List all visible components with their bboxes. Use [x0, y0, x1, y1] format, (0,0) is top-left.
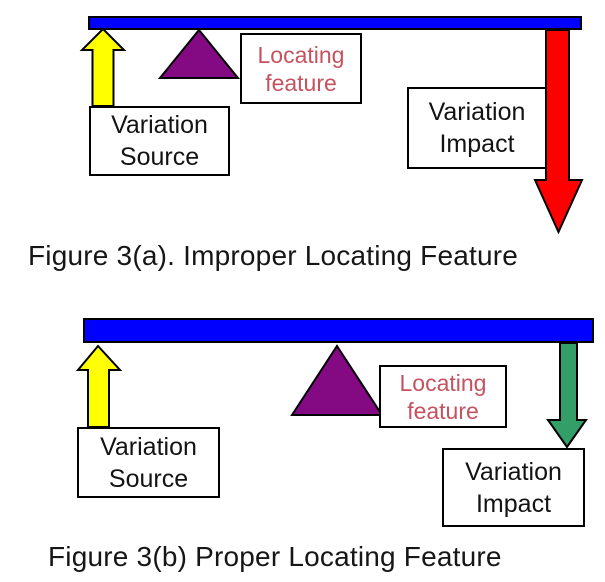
down-arrow-red-shape	[533, 29, 584, 235]
variation-impact-box-a: Variation Impact	[407, 87, 547, 169]
locating-feature-box-a: Locating feature	[240, 33, 362, 104]
down-arrow-red-icon	[533, 29, 584, 235]
beam-bar-a	[88, 16, 582, 30]
up-arrow-yellow-shape-b	[75, 344, 123, 428]
locating-feature-label-line1: Locating	[257, 41, 345, 68]
figure-3a-caption: Figure 3(a). Improper Locating Feature	[28, 240, 519, 271]
down-arrow-green-icon	[546, 342, 588, 449]
variation-impact-label-line1: Variation	[465, 457, 562, 486]
locating-triangle-shape-a	[157, 28, 241, 79]
locating-triangle-icon-b	[290, 344, 384, 416]
variation-source-label-line2: Source	[119, 143, 200, 171]
locating-feature-label-line2: feature	[407, 397, 479, 424]
variation-source-box-a: Variation Source	[89, 106, 230, 176]
variation-impact-label-line2: Impact	[439, 130, 515, 158]
up-arrow-yellow-icon	[79, 27, 127, 107]
variation-source-box-b: Variation Source	[77, 427, 220, 498]
up-arrow-yellow-shape	[79, 27, 127, 107]
up-arrow-yellow-icon-b	[75, 344, 123, 428]
beam-bar-b	[83, 318, 594, 343]
down-arrow-green-shape	[546, 342, 588, 449]
locating-feature-box-b: Locating feature	[379, 365, 507, 428]
variation-impact-label-line1: Variation	[428, 98, 526, 126]
variation-source-label-line2: Source	[108, 464, 189, 493]
variation-source-label-line1: Variation	[100, 432, 197, 461]
variation-impact-label-line2: Impact	[475, 489, 552, 518]
locating-triangle-icon-a	[157, 28, 241, 79]
locating-triangle-shape-b	[290, 344, 384, 416]
locating-feature-label-line1: Locating	[399, 369, 487, 396]
locating-feature-label-line2: feature	[265, 69, 337, 96]
figure-3b-caption: Figure 3(b) Proper Locating Feature	[48, 541, 502, 572]
variation-impact-box-b: Variation Impact	[442, 448, 585, 527]
variation-source-label-line1: Variation	[111, 111, 208, 139]
